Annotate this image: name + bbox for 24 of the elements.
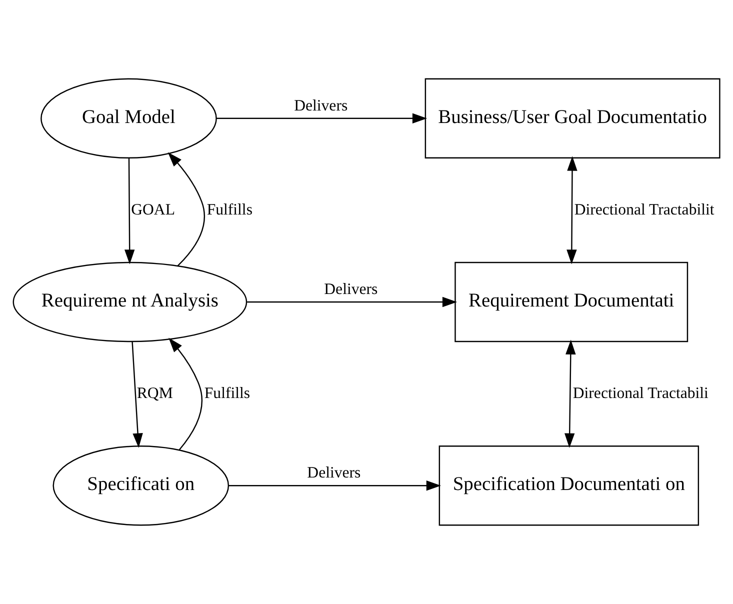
arrow [564, 340, 576, 448]
node-ellipse: Specificati on [52, 445, 230, 526]
arrow [168, 152, 205, 266]
node-box: Requirement Documentati [454, 262, 688, 342]
node-ellipse: Requireme nt Analysis [12, 262, 248, 342]
edge-label: Fulfills [206, 201, 252, 218]
edge-label: Delivers [324, 280, 378, 298]
arrow [132, 342, 143, 448]
arrow [566, 156, 578, 264]
arrow [216, 113, 428, 124]
node-box: Specification Documentati on [438, 445, 700, 526]
edge-label: Delivers [294, 97, 348, 114]
node-box: Business/User Goal Documentatio [424, 78, 720, 159]
arrow [228, 480, 441, 491]
edge-label: RQM [136, 384, 173, 402]
node-ellipse: Goal Model [40, 78, 217, 159]
arrow [124, 158, 135, 264]
arrow [168, 338, 202, 450]
edge-label: Fulfills [204, 384, 250, 402]
edge-label: Directional Tractabilit [574, 201, 714, 218]
edge-label: GOAL [131, 201, 175, 218]
edge-label: Directional Tractabili [572, 384, 708, 402]
arrow [247, 296, 458, 308]
edge-label: Delivers [307, 464, 361, 482]
